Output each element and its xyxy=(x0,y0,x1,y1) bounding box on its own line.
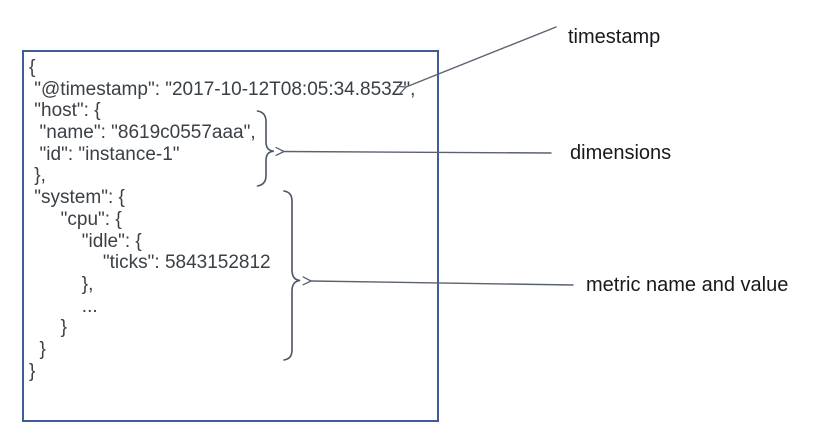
code-line-ellipsis: ... xyxy=(29,295,98,317)
code-line-ticks: "ticks": 5843152812 xyxy=(29,252,271,274)
timestamp-label: timestamp xyxy=(568,26,661,48)
metric-name-and-value-label: metric name and value xyxy=(586,274,789,296)
code-line-host-close: }, xyxy=(29,165,46,187)
code-line-timestamp: "@timestamp": "2017-10-12T08:05:34.853Z"… xyxy=(29,78,416,100)
code-line-host-id: "id": "instance-1" xyxy=(29,143,180,165)
code-line-system-close: } xyxy=(29,338,46,360)
dimensions-label: dimensions xyxy=(570,142,672,164)
code-line-host-name: "name": "8619c0557aaa", xyxy=(29,122,256,144)
json-code-box: { "@timestamp": "2017-10-12T08:05:34.853… xyxy=(22,50,439,422)
code-line-host-open: "host": { xyxy=(29,100,101,122)
code-line-root-close: } xyxy=(29,360,36,382)
code-line: { xyxy=(29,57,36,78)
code-line-cpu-open: "cpu": { xyxy=(29,208,122,230)
json-code: { "@timestamp": "2017-10-12T08:05:34.853… xyxy=(29,57,415,382)
code-line-idle-close: }, xyxy=(29,273,94,295)
code-line-cpu-close: } xyxy=(29,317,68,339)
code-line-idle-open: "idle": { xyxy=(29,230,142,252)
code-line-system-open: "system": { xyxy=(29,187,125,209)
